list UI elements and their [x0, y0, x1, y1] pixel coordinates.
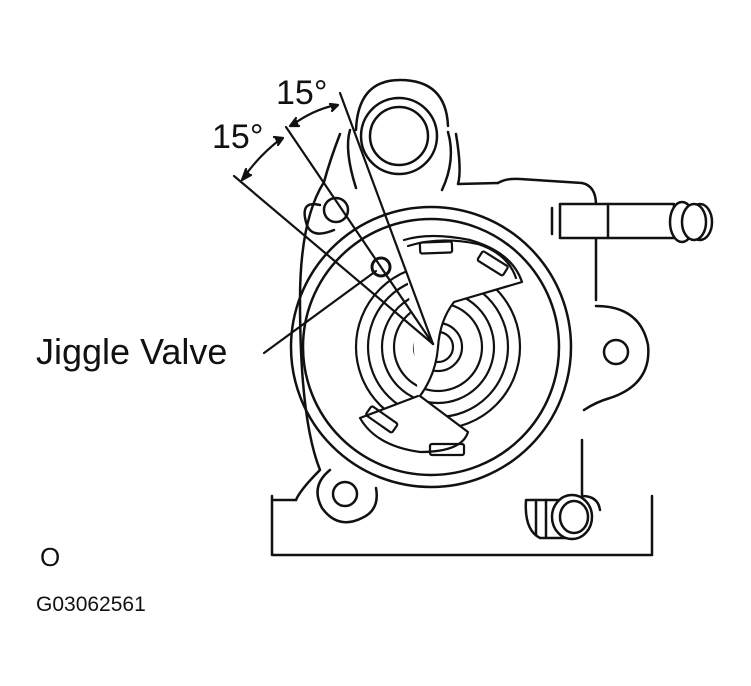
reference-line-15deg — [284, 125, 435, 346]
angle-label-lower: 15° — [212, 118, 263, 156]
jiggle-valve-label: Jiggle Valve — [36, 331, 227, 372]
bottom-pipe — [524, 493, 594, 541]
bolt-hole-top-left — [322, 196, 350, 224]
thermostat — [354, 234, 524, 457]
top-outlet — [354, 78, 450, 176]
angle-label-upper: 15° — [276, 74, 327, 112]
mounting-flange — [289, 196, 650, 524]
reference-line-30deg — [232, 174, 435, 346]
bolt-hole-bottom-left — [331, 480, 359, 508]
jiggle-valve — [370, 256, 392, 278]
bolt-hole-right — [602, 338, 630, 366]
corner-mark: O — [40, 542, 60, 572]
callout-leader — [262, 269, 378, 355]
right-pipe — [550, 200, 714, 244]
angle-reference-lines — [232, 91, 435, 346]
figure-id: G03062561 — [36, 593, 146, 616]
reference-line-0deg — [338, 91, 435, 346]
